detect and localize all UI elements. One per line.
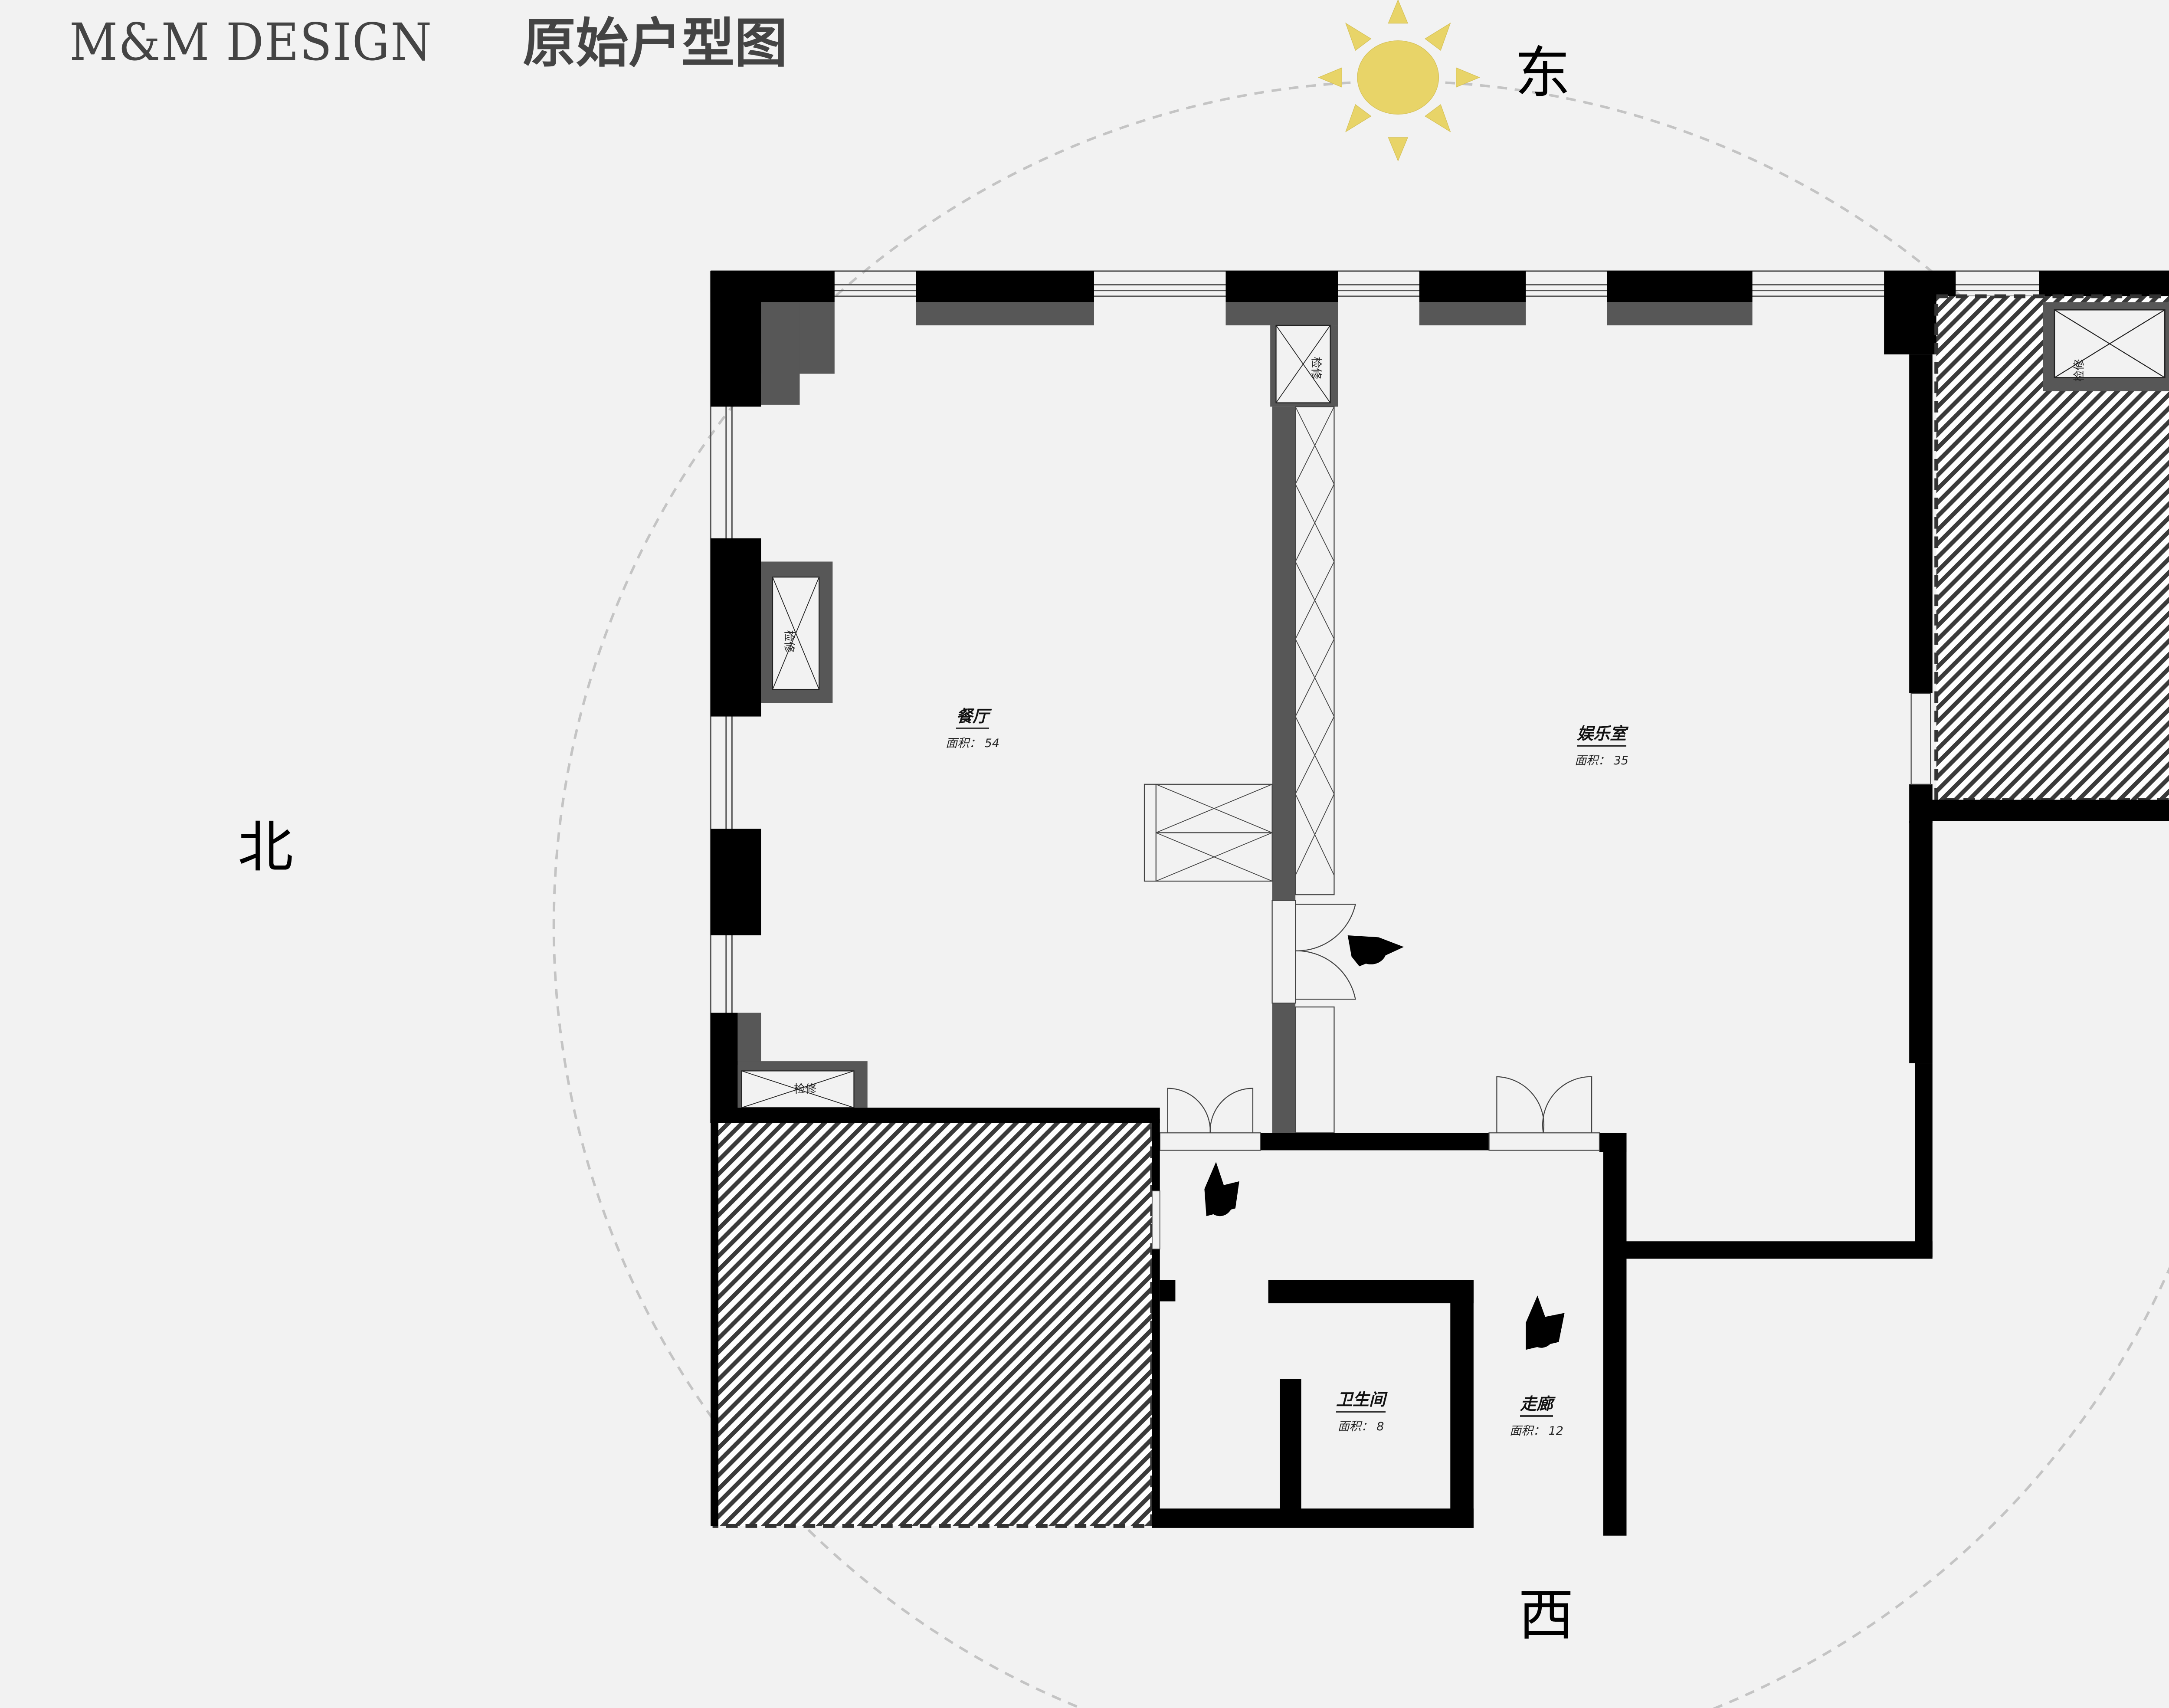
room-label-bathroom: 卫生间 面积： 8: [1336, 1386, 1386, 1434]
double-door-dining-south: [1159, 1088, 1261, 1151]
central-partition: [1143, 325, 1338, 1134]
room-area: 面积： 54: [946, 737, 999, 750]
direction-west: 西: [1518, 1583, 1574, 1648]
east-walls: [1603, 821, 1933, 1536]
room-label-corridor: 走廊 面积： 12: [1510, 1390, 1563, 1438]
double-door-corridor: [1488, 1076, 1600, 1151]
shaft-label: 检修: [1309, 357, 1323, 380]
room-label-dining: 餐厅 面积： 54: [946, 703, 999, 751]
room-name: 餐厅: [956, 703, 989, 729]
northeast-block-walls: [1909, 354, 2169, 823]
double-door-partition: [1271, 900, 1356, 1004]
brand-name: M&M DESIGN: [69, 12, 433, 72]
room-area: 面积： 35: [1575, 754, 1628, 767]
direction-east: 东: [1515, 41, 1571, 105]
shaft-label: 检修: [2073, 359, 2086, 382]
hatched-area-southwest: [712, 1117, 1154, 1528]
room-name: 娱乐室: [1576, 720, 1626, 747]
room-label-entertainment: 娱乐室 面积： 35: [1575, 720, 1628, 768]
south-interior-walls: [1260, 1133, 1627, 1152]
sun-icon: [1318, 0, 1480, 162]
person-icon: [1204, 1162, 1239, 1216]
room-area: 面积： 8: [1337, 1420, 1384, 1433]
room-name: 走廊: [1520, 1390, 1553, 1417]
person-icon: [1347, 935, 1404, 967]
page-title: 原始户型图: [523, 12, 787, 74]
direction-north: 北: [238, 815, 294, 880]
top-wall-piers: [711, 271, 2169, 407]
person-icon: [1526, 1295, 1565, 1350]
room-name: 卫生间: [1336, 1386, 1386, 1413]
bathroom-walls: [1152, 1119, 1474, 1528]
west-wall-piers: [711, 538, 868, 1123]
room-area: 面积： 12: [1510, 1424, 1563, 1438]
shaft-label: 检修: [794, 1083, 817, 1096]
shaft-label: 检修: [782, 630, 796, 653]
